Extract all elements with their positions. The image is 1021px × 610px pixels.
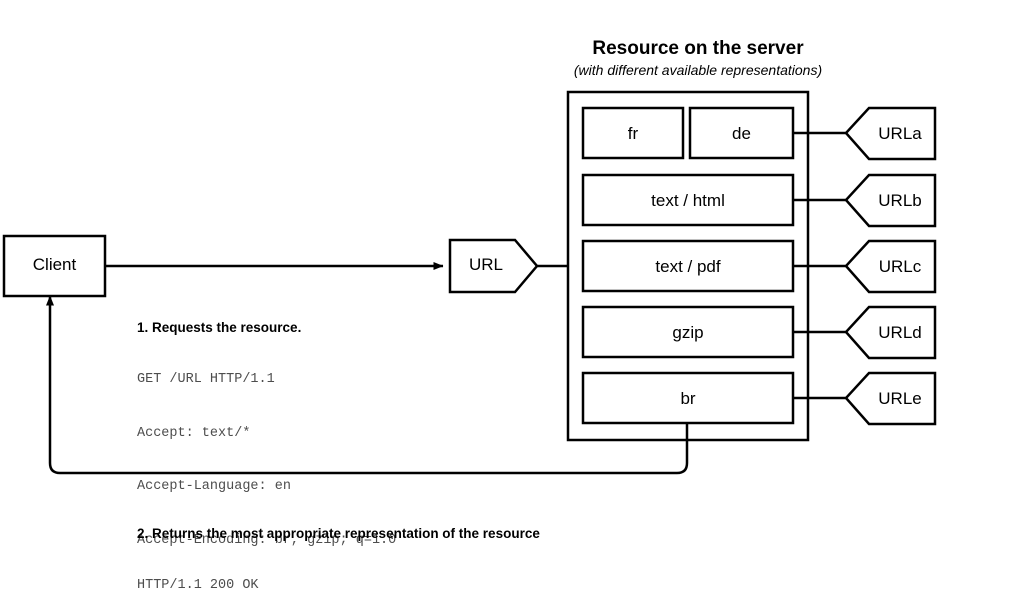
response-heading: 2. Returns the most appropriate represen… [137,526,540,541]
request-heading: 1. Requests the resource. [137,320,302,335]
url-node-label-urlc: URLc [878,257,922,276]
url-node-label-urld: URLd [878,323,922,342]
request-annotation: 1. Requests the resource. GET /URL HTTP/… [137,284,396,585]
representation-box-br[interactable] [581,371,795,425]
url-node-label-urlb: URLb [878,191,922,210]
request-line-3: Accept-Language: en [137,479,291,494]
url-node-urlc[interactable] [844,239,937,294]
url-node-urld[interactable] [844,305,937,360]
page-title: Resource on the server [592,38,804,59]
request-line-2: Accept: text/* [137,425,251,441]
client-label: Client [32,255,77,274]
representation-box-de[interactable] [688,106,795,160]
representation-box-text-html[interactable] [581,173,795,227]
response-arrow [46,295,689,475]
representation-box-fr[interactable] [581,106,685,160]
representation-label-br: br [680,389,696,408]
request-line-4: Accept-Encoding: br, gzip; q=1.0 [137,532,397,548]
url-node-label: URL [468,255,503,274]
url-node-urla[interactable] [844,106,937,161]
page-subtitle: (with different available representation… [573,62,823,78]
representation-label-text-html: text / html [651,191,725,210]
request-line-1: GET /URL HTTP/1.1 [137,372,275,387]
representation-label-text-pdf: text / pdf [655,257,721,276]
client-box[interactable] [2,234,107,298]
response-annotation: 2. Returns the most appropriate represen… [137,490,540,610]
representation-box-gzip[interactable] [581,305,795,359]
url-node-shape[interactable] [448,238,539,294]
representation-box-text-pdf[interactable] [581,239,795,293]
url-node-urle[interactable] [844,371,937,426]
response-line-1: HTTP/1.1 200 OK [137,578,259,593]
representation-label-fr: fr [627,124,639,143]
representation-label-gzip: gzip [672,323,704,342]
representation-label-de: de [732,124,751,143]
url-node-urlb[interactable] [844,173,937,228]
url-node-label-urla: URLa [878,124,922,143]
url-node-label-urle: URLe [878,389,922,408]
